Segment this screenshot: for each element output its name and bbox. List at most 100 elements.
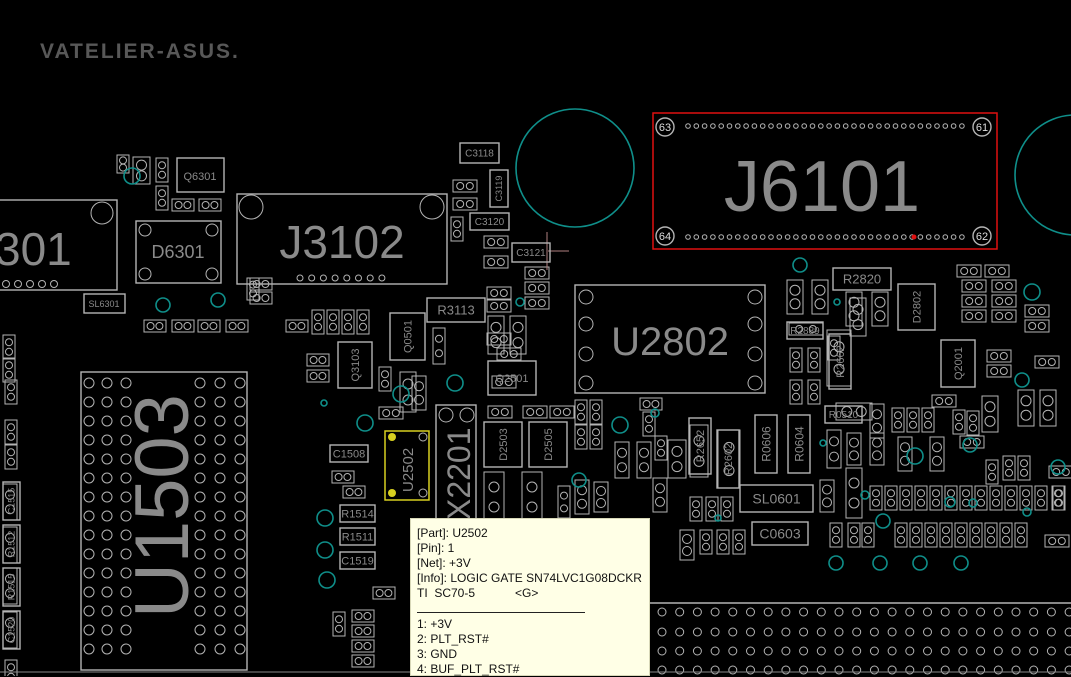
- small-component[interactable]: [790, 348, 802, 372]
- small-component[interactable]: [525, 282, 549, 294]
- small-component[interactable]: [967, 411, 979, 435]
- small-component[interactable]: [885, 486, 897, 510]
- small-component[interactable]: [3, 358, 15, 382]
- small-component[interactable]: [655, 436, 667, 460]
- part-q6301[interactable]: Q6301: [177, 158, 224, 192]
- small-component[interactable]: [900, 486, 912, 510]
- small-component[interactable]: [412, 376, 426, 410]
- small-component[interactable]: [925, 523, 937, 547]
- small-component[interactable]: [575, 400, 587, 424]
- part-d2503[interactable]: D2503: [484, 422, 522, 467]
- part-r2602[interactable]: R2602: [717, 430, 739, 488]
- small-component[interactable]: [226, 320, 248, 332]
- small-component[interactable]: [172, 199, 194, 211]
- small-component[interactable]: [1053, 486, 1065, 510]
- small-component[interactable]: [1000, 523, 1012, 547]
- small-component[interactable]: [1035, 356, 1059, 368]
- small-component[interactable]: [970, 523, 982, 547]
- small-component[interactable]: [930, 437, 944, 471]
- part-u2502[interactable]: U2502: [385, 431, 429, 500]
- part-j6101[interactable]: 63 61 64 62 J6101: [653, 113, 997, 249]
- small-component[interactable]: [985, 523, 997, 547]
- small-component[interactable]: [915, 486, 927, 510]
- small-component[interactable]: [962, 310, 986, 322]
- small-component[interactable]: [895, 523, 907, 547]
- small-component[interactable]: [484, 256, 508, 268]
- part-c3120[interactable]: C3120: [470, 213, 509, 230]
- part-r1511[interactable]: R1511: [340, 528, 375, 545]
- small-component[interactable]: [5, 445, 17, 469]
- small-component[interactable]: [453, 198, 477, 210]
- small-component[interactable]: [1018, 456, 1030, 480]
- part-c0603[interactable]: C0603: [752, 522, 808, 545]
- small-component[interactable]: [940, 523, 952, 547]
- small-component[interactable]: [1020, 486, 1032, 510]
- small-component[interactable]: [312, 310, 324, 334]
- part-d2802[interactable]: D2802: [898, 284, 935, 330]
- part-r2820[interactable]: R2820: [833, 268, 891, 290]
- small-component[interactable]: [812, 280, 828, 314]
- part-r0510[interactable]: R0510: [825, 406, 862, 423]
- small-component[interactable]: [955, 523, 967, 547]
- small-component[interactable]: [522, 472, 542, 522]
- part-q2501[interactable]: Q2501: [488, 361, 536, 395]
- small-component[interactable]: [373, 587, 395, 599]
- part-r0606[interactable]: R0606: [755, 415, 777, 473]
- small-component[interactable]: [525, 267, 549, 279]
- small-component[interactable]: [352, 610, 374, 622]
- small-component[interactable]: [1015, 523, 1027, 547]
- small-component[interactable]: [343, 486, 365, 498]
- small-component[interactable]: [5, 420, 17, 444]
- small-component[interactable]: [144, 320, 166, 332]
- small-component[interactable]: [653, 478, 667, 512]
- small-component[interactable]: [433, 328, 445, 364]
- small-component[interactable]: [379, 367, 391, 391]
- small-component[interactable]: [992, 280, 1016, 292]
- small-component[interactable]: [898, 437, 912, 471]
- small-component[interactable]: [307, 354, 329, 366]
- small-component[interactable]: [1005, 486, 1017, 510]
- small-component[interactable]: [962, 295, 986, 307]
- small-component[interactable]: [848, 523, 860, 547]
- small-component[interactable]: [250, 292, 272, 304]
- small-component[interactable]: [198, 320, 220, 332]
- small-component[interactable]: [985, 265, 1009, 277]
- small-component[interactable]: [922, 408, 934, 432]
- small-component[interactable]: [594, 482, 608, 512]
- small-component[interactable]: [962, 280, 986, 292]
- part-j3102[interactable]: J3102: [237, 194, 447, 284]
- small-component[interactable]: [523, 406, 547, 418]
- small-component[interactable]: [872, 292, 888, 326]
- part-q3103[interactable]: Q3103: [338, 342, 372, 388]
- small-component[interactable]: [357, 310, 369, 334]
- small-component[interactable]: [5, 380, 17, 404]
- small-component[interactable]: [352, 655, 374, 667]
- small-component[interactable]: [700, 530, 712, 554]
- small-component[interactable]: [342, 310, 354, 334]
- small-component[interactable]: [690, 497, 702, 521]
- small-component[interactable]: [497, 348, 521, 360]
- small-component[interactable]: [333, 612, 345, 636]
- small-component[interactable]: [870, 486, 882, 510]
- small-component[interactable]: [975, 486, 987, 510]
- part-r1514[interactable]: R1514: [340, 505, 375, 522]
- small-component[interactable]: [990, 486, 1002, 510]
- small-component[interactable]: [575, 480, 589, 514]
- small-component[interactable]: [453, 180, 477, 192]
- small-component[interactable]: [550, 406, 574, 418]
- part-d2505[interactable]: D2505: [529, 422, 567, 467]
- small-component[interactable]: [5, 660, 17, 676]
- part-c1508[interactable]: C1508: [330, 445, 368, 462]
- small-component[interactable]: [1045, 535, 1069, 547]
- small-component[interactable]: [133, 157, 150, 184]
- small-component[interactable]: [787, 280, 803, 314]
- small-component[interactable]: [992, 310, 1016, 322]
- small-component[interactable]: [156, 158, 168, 182]
- small-component[interactable]: [930, 486, 942, 510]
- small-component[interactable]: [992, 295, 1016, 307]
- small-component[interactable]: [379, 407, 403, 419]
- part-c1519[interactable]: C1519: [340, 552, 375, 569]
- part-r2889[interactable]: R2889: [787, 322, 823, 339]
- small-component[interactable]: [286, 320, 308, 332]
- small-component[interactable]: [1035, 486, 1047, 510]
